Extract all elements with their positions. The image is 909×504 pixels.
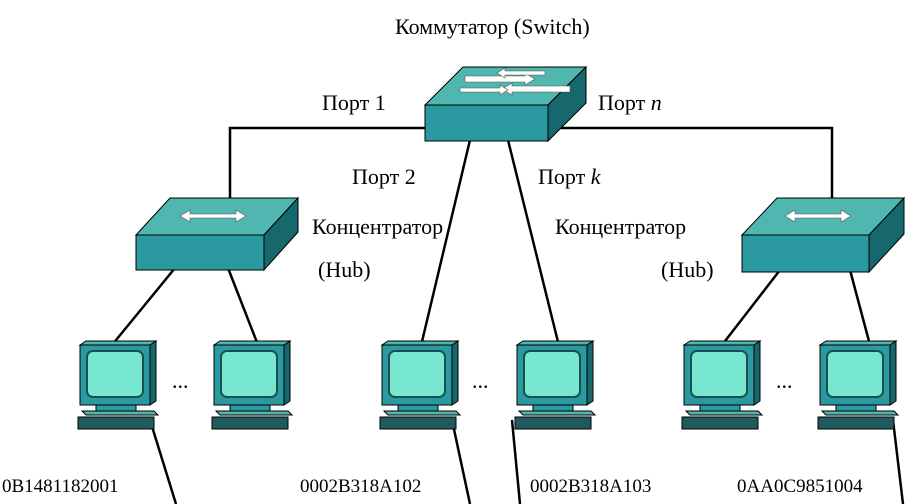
hub-right-device: [740, 196, 906, 274]
link-portn: [548, 126, 834, 198]
switch-arrows-icon: [459, 67, 571, 96]
mac-address-2: 0002B318A102: [300, 476, 422, 497]
port-k-label: Порт k: [538, 164, 601, 189]
computer-icon: [514, 340, 596, 430]
connection-lines: [111, 126, 905, 504]
hub-left-device: [134, 196, 300, 272]
link-port2: [418, 139, 472, 351]
hub-arrows-icon: [179, 209, 247, 223]
computer-icon: [211, 340, 293, 430]
hub-left-sublabel: (Hub): [318, 257, 371, 282]
mac-address-4: 0AA0C9851004: [737, 476, 863, 497]
computer-icon: [77, 340, 159, 430]
link-port1: [228, 126, 425, 203]
switch-label: Коммутатор (Switch): [395, 14, 590, 39]
hub-right-sublabel: (Hub): [661, 257, 714, 282]
computer-icon: [379, 340, 461, 430]
computer-icon: [681, 340, 763, 430]
hub-right-label: Концентратор: [555, 214, 687, 239]
hub-left-label: Концентратор: [312, 214, 444, 239]
ellipsis-middle: ...: [472, 368, 489, 393]
hub-arrows-icon: [784, 209, 852, 223]
mac-address-3: 0002B318A103: [530, 476, 652, 497]
ellipsis-left: ...: [172, 368, 189, 393]
port-1-label: Порт 1: [322, 90, 386, 115]
port-2-label: Порт 2: [352, 164, 416, 189]
computer-icon: [817, 340, 899, 430]
link-portk: [506, 139, 562, 351]
mac-address-1: 0B1481182001: [2, 476, 119, 497]
switch-device: [423, 65, 588, 143]
ellipsis-right: ...: [776, 368, 793, 393]
port-n-label: Порт n: [598, 90, 662, 115]
